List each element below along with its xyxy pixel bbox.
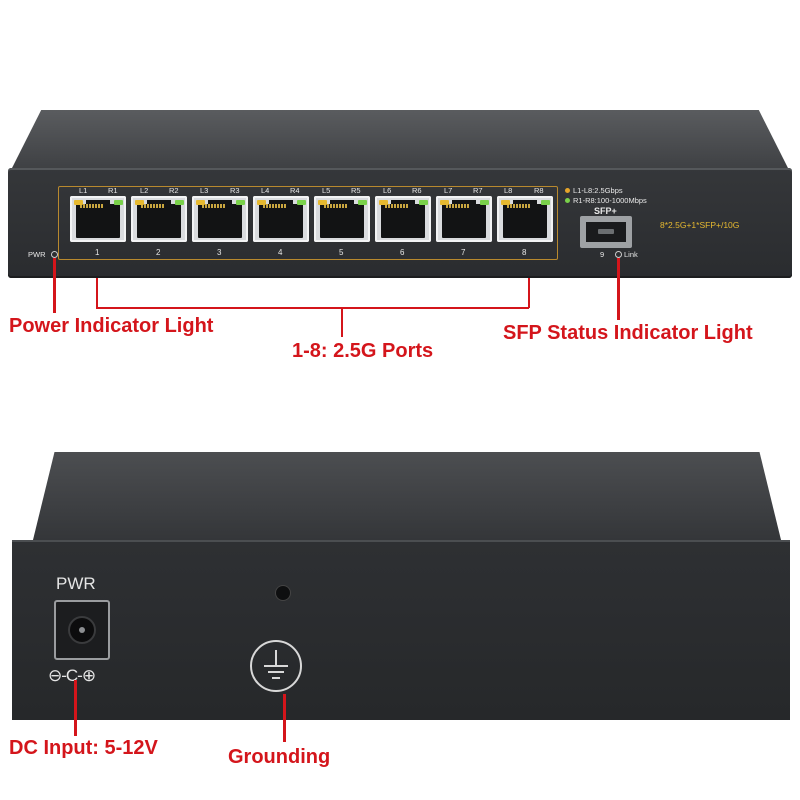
dc-power-jack[interactable]	[54, 600, 110, 660]
legend-dot-icon	[565, 188, 570, 193]
port-number: 1	[95, 248, 100, 257]
bracket-pointer	[341, 309, 343, 337]
port-top-label: L8	[504, 186, 513, 195]
sfp-port-number: 9	[600, 250, 605, 259]
polarity-icon: ⊖-C-⊕	[48, 666, 96, 685]
sfp-link-led-icon	[615, 251, 622, 258]
port-number: 2	[156, 248, 161, 257]
port-top-label: R8	[534, 186, 544, 195]
grounding-annotation: Grounding	[228, 746, 331, 768]
dc-input-annotation: DC Input: 5-12V	[9, 737, 158, 759]
port-number: 3	[217, 248, 222, 257]
port-led	[358, 200, 367, 205]
ports-annotation: 1-8: 2.5G Ports	[292, 340, 434, 362]
port-led	[114, 200, 123, 205]
port-top-label: L1	[79, 186, 88, 195]
legend-speed-lan: L1-L8:2.5Gbps	[573, 186, 623, 195]
sfp-status-annotation: SFP Status Indicator Light	[503, 322, 753, 344]
port-top-label: L3	[200, 186, 209, 195]
port-top-label: R4	[290, 186, 300, 195]
port-top-label: L2	[140, 186, 149, 195]
front-unit-top-cover	[10, 110, 790, 172]
port-top-label: R3	[230, 186, 240, 195]
port-top-label: R2	[169, 186, 179, 195]
port-led	[74, 200, 83, 205]
ground-pointer-line	[283, 694, 286, 742]
port-top-label: R1	[108, 186, 118, 195]
rear-pwr-label: PWR	[56, 574, 96, 593]
screw-hole	[276, 586, 290, 600]
port-group-frame	[58, 186, 558, 260]
rj45-port-3[interactable]	[192, 196, 248, 242]
bracket-bottom	[96, 307, 529, 309]
port-led	[541, 200, 550, 205]
port-top-label: R6	[412, 186, 422, 195]
power-pointer-line	[53, 258, 56, 313]
port-top-label: L6	[383, 186, 392, 195]
port-led	[135, 200, 144, 205]
link-label: Link	[624, 250, 638, 259]
bracket-left	[96, 278, 98, 308]
port-led	[379, 200, 388, 205]
model-label: 8*2.5G+1*SFP+/10G	[660, 220, 740, 230]
port-number: 4	[278, 248, 283, 257]
port-top-label: L7	[444, 186, 453, 195]
power-indicator-annotation: Power Indicator Light	[9, 315, 214, 337]
port-top-label: R7	[473, 186, 483, 195]
sfp-pointer-line	[617, 258, 620, 320]
port-led	[480, 200, 489, 205]
port-led	[297, 200, 306, 205]
port-led	[440, 200, 449, 205]
port-top-label: R5	[351, 186, 361, 195]
rj45-port-8[interactable]	[497, 196, 553, 242]
port-led	[501, 200, 510, 205]
pwr-label: PWR	[28, 250, 46, 259]
port-top-label: L4	[261, 186, 270, 195]
bracket-right	[528, 278, 530, 308]
power-indicator-icon	[51, 251, 58, 258]
port-number: 7	[461, 248, 466, 257]
sfp-label: SFP+	[594, 206, 617, 216]
port-led	[257, 200, 266, 205]
port-led	[175, 200, 184, 205]
port-number: 6	[400, 248, 405, 257]
port-led	[236, 200, 245, 205]
port-top-label: L5	[322, 186, 331, 195]
legend-speed-rj: R1-R8:100-1000Mbps	[573, 196, 647, 205]
legend-dot-icon	[565, 198, 570, 203]
port-led	[196, 200, 205, 205]
sfp-port[interactable]	[580, 216, 632, 248]
port-led	[318, 200, 327, 205]
rear-unit-top-cover	[32, 452, 782, 544]
dc-pointer-line	[74, 680, 77, 736]
port-led	[419, 200, 428, 205]
port-number: 5	[339, 248, 344, 257]
earth-ground-icon	[250, 640, 302, 692]
rear-panel	[12, 540, 790, 720]
port-number: 8	[522, 248, 527, 257]
